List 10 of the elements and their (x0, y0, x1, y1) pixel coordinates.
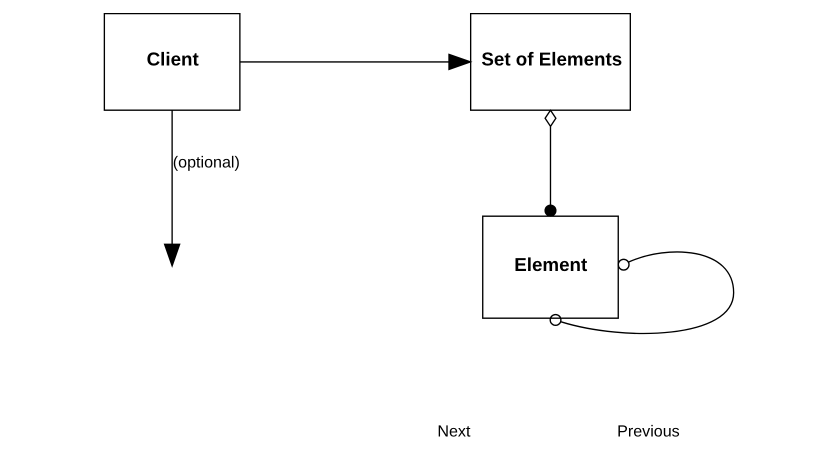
connector (549, 251, 734, 334)
node-box: Element (482, 216, 618, 319)
arrow (240, 53, 472, 70)
arrow (163, 110, 180, 268)
label: Next (436, 422, 470, 440)
node-box: Client (103, 12, 240, 111)
connector (544, 109, 556, 217)
node-box: Set of Elements (469, 12, 630, 111)
edge-label: (optional) (172, 153, 240, 172)
label: Previous (616, 422, 680, 440)
